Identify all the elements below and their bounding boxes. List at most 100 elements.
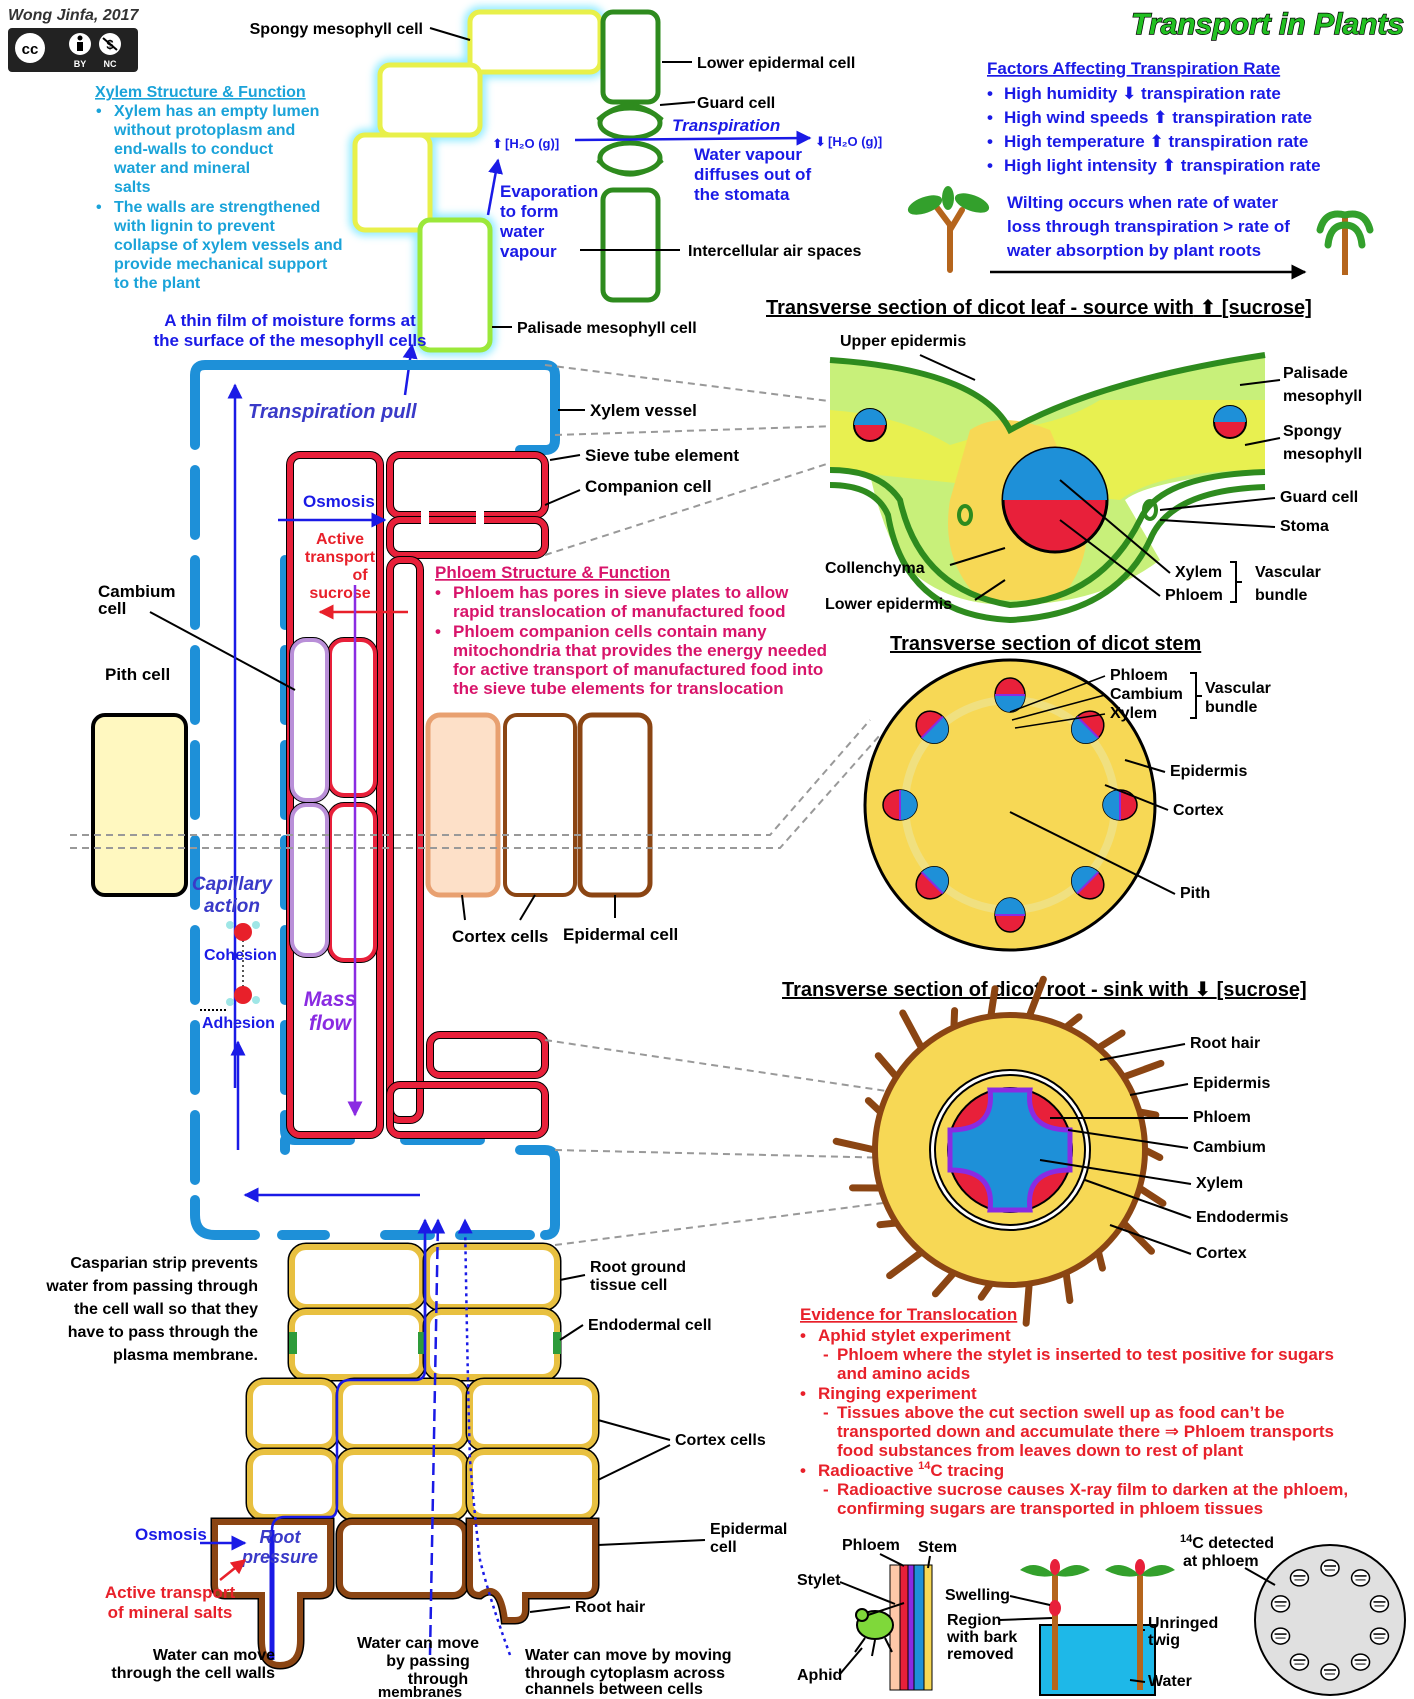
label-stoma: Stoma [1280,518,1329,535]
label-palisade-cell: Palisade mesophyll cell [517,320,697,337]
label-osmosis-stem: Osmosis [303,492,375,511]
svg-text:-: - [823,1480,829,1499]
label-sieve-tube: Sieve tube element [585,446,739,465]
svg-text:•: • [800,1384,806,1403]
h2o-high: [H₂O (g)] [505,136,559,151]
svg-text:Water can move: Water can move [357,1635,479,1652]
svg-text:Aphid: Aphid [797,1667,842,1684]
label-stem-pith: Pith [1180,885,1210,902]
root-hair-line [1025,975,1047,1020]
svg-text:Phloem: Phloem [1110,667,1168,684]
svg-text:vapour: vapour [500,242,557,261]
svg-text:water: water [499,222,545,241]
svg-text:⬆: ⬆ [492,136,503,151]
stem-vascular-bundles [882,677,1138,933]
cortex-cells [425,712,653,898]
guard-cells [596,103,664,177]
svg-text:transport: transport [305,549,376,566]
root-hair-line [899,1009,926,1052]
factors-box: Factors Affecting Transpiration Rate • H… [987,59,1321,280]
mesophyll-cells [349,6,664,356]
root-hair-line [1136,1184,1167,1207]
svg-text:Phloem where the stylet is ins: Phloem where the stylet is inserted to t… [837,1345,1334,1364]
svg-text:Water can move: Water can move [153,1647,275,1664]
svg-text:•: • [987,84,993,103]
spongy-mesophyll-cell [467,9,603,75]
c14-bundle [1369,1627,1390,1645]
svg-text:action: action [204,896,260,917]
label-transpiration-pull: Transpiration pull [248,401,417,423]
svg-text:to form: to form [500,202,559,221]
svg-text:Cortex: Cortex [1196,1245,1247,1262]
label-spongy-cell: Spongy mesophyll cell [250,21,423,38]
svg-text:-: - [823,1403,829,1422]
svg-text:cc: cc [22,41,39,58]
xylem-vessel-walls [190,360,560,1240]
svg-text:Cambium: Cambium [1193,1139,1266,1156]
svg-text:cell: cell [710,1539,737,1556]
svg-text:•: • [96,103,102,120]
label-root-hair-section: Root hair [1190,1035,1260,1052]
svg-text:Phloem has pores in sieve plat: Phloem has pores in sieve plates to allo… [453,583,789,602]
svg-text:Phloem: Phloem [842,1537,900,1554]
root-hair-line [1120,1059,1165,1081]
label-guard-cell: Guard cell [697,95,775,112]
water-pathways [269,1218,512,1660]
svg-text:loss through transpiration > r: loss through transpiration > rate of [1007,217,1290,236]
epidermal-cell-lower [600,187,661,303]
label-lower-epidermal: Lower epidermal cell [697,55,855,72]
svg-text:tissue cell: tissue cell [590,1277,667,1294]
svg-text:with bark: with bark [946,1629,1017,1646]
root-cross-section [832,975,1167,1327]
svg-text:14C detected: 14C detected [1180,1533,1274,1552]
svg-text:High light intensity ⬆ transpi: High light intensity ⬆ transpiration rat… [1004,156,1321,175]
label-transpiration: Transpiration [672,116,780,135]
label-lower-epidermis: Lower epidermis [825,596,952,613]
phloem-heading: Phloem Structure & Function [435,563,670,582]
svg-text:⬇: ⬇ [815,134,826,149]
svg-text:through cytoplasm across: through cytoplasm across [525,1665,725,1682]
svg-text:High temperature ⬆ transpirati: High temperature ⬆ transpiration rate [1004,132,1308,151]
svg-text:Stylet: Stylet [797,1572,841,1589]
svg-text:mesophyll: mesophyll [1283,446,1362,463]
svg-text:collapse of xylem vessels and: collapse of xylem vessels and [114,237,343,254]
svg-text:Xylem: Xylem [1175,564,1222,581]
svg-text:Ringing experiment: Ringing experiment [818,1384,977,1403]
spongy-cell-3 [352,132,433,233]
svg-text:sucrose: sucrose [309,585,370,602]
ringing-experiment [1020,1559,1175,1696]
svg-text:Root ground: Root ground [590,1259,686,1276]
c14-bundle [1350,1653,1371,1671]
svg-text:Swelling: Swelling [945,1587,1010,1604]
svg-text:with lignin to prevent: with lignin to prevent [113,218,276,235]
root-hair-line [1094,1029,1126,1052]
stem-bundle [1071,866,1105,900]
svg-text:confirming sugars are transpor: confirming sugars are transported in phl… [837,1499,1263,1518]
label-collenchyma: Collenchyma [825,560,925,577]
stem-bundle [1071,710,1105,744]
svg-text:by passing: by passing [386,1653,470,1670]
svg-text:•: • [987,156,993,175]
svg-text:Epidermis: Epidermis [1193,1075,1270,1092]
label-guard-cell-leaf: Guard cell [1280,489,1358,506]
c14-bundle [1289,1653,1310,1671]
root-hair-line [987,985,999,1020]
stem-bundle [1102,789,1138,821]
svg-text:through the cell walls: through the cell walls [111,1665,275,1682]
label-companion-cell: Companion cell [585,477,712,496]
svg-text:end-walls to conduct: end-walls to conduct [114,141,274,158]
svg-text:Phloem: Phloem [1165,587,1223,604]
svg-text:Radioactive sucrose causes X-r: Radioactive sucrose causes X-ray film to… [837,1480,1348,1499]
label-endodermal-cell: Endodermal cell [588,1317,712,1334]
svg-text:water from passing through: water from passing through [45,1278,258,1295]
companion-cells-strip [327,637,378,963]
label-cortex-cells: Cortex cells [452,927,548,946]
svg-text:BY: BY [74,59,87,69]
root-hair-line [931,1269,958,1298]
svg-text:High humidity ⬇ transpiration: High humidity ⬇ transpiration rate [1004,84,1281,103]
wilted-plant-icon [1316,210,1374,275]
c14-bundle [1369,1595,1390,1613]
svg-text:rapid translocation of manufac: rapid translocation of manufactured food [453,602,785,621]
svg-text:•: • [435,583,441,602]
svg-text:•: • [987,108,993,127]
